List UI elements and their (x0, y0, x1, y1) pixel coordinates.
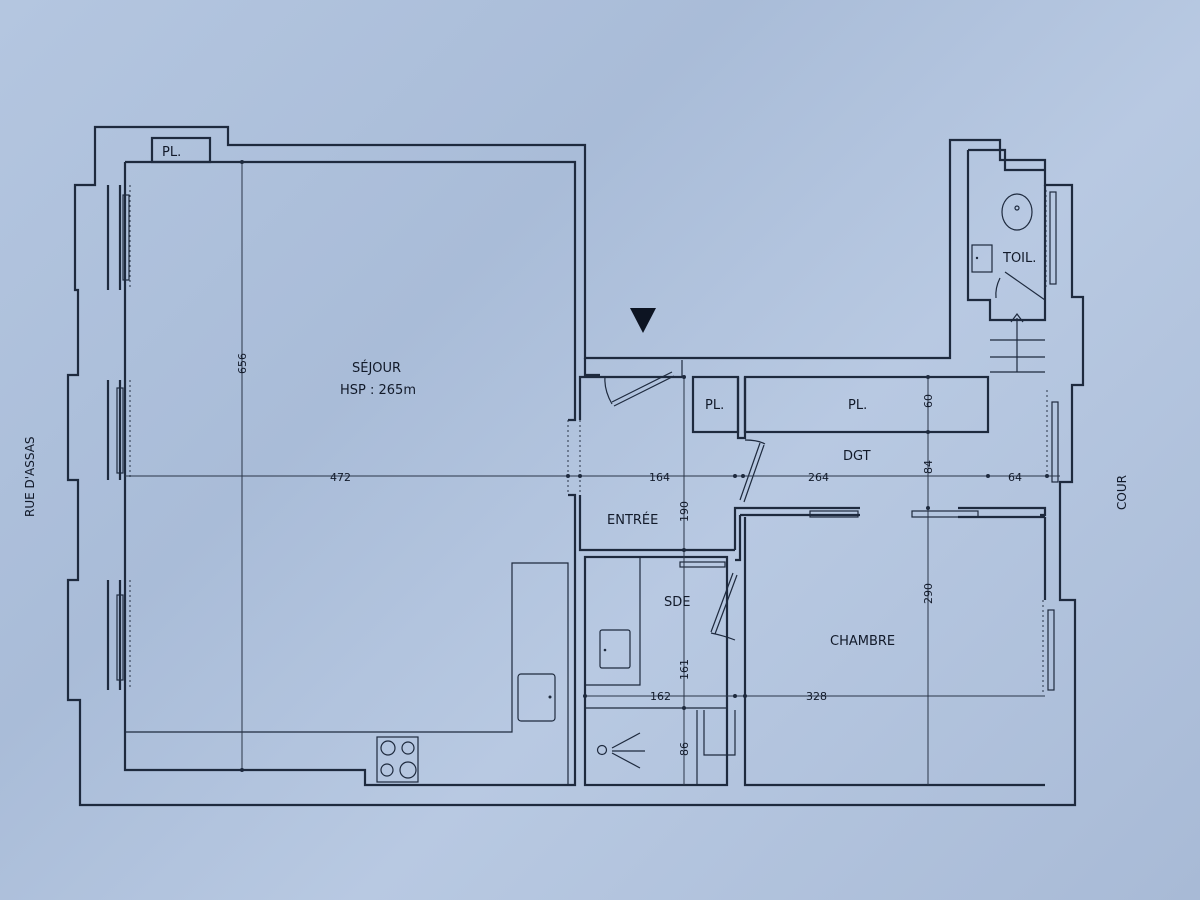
room-label-sde: SDE (664, 595, 690, 610)
ceiling-height-label: HSP : 265m (340, 383, 416, 398)
toilet-icon (1001, 193, 1033, 231)
toilettes (966, 148, 1047, 373)
dim-sde-height: 161 (678, 659, 691, 680)
street-label-left: RUE D'ASSAS (23, 436, 37, 517)
dim-chambre-width: 328 (806, 690, 827, 703)
street-label-right: COUR (1115, 475, 1129, 510)
outer-walls (66, 125, 1085, 807)
room-label-entree: ENTRÉE (607, 512, 658, 528)
shower-icon (596, 744, 608, 756)
inner-walls (733, 506, 1047, 562)
placard-sejour (150, 136, 212, 164)
room-label-dgt: DGT (843, 449, 871, 464)
kitchen (125, 562, 569, 785)
sink-icon (971, 244, 993, 273)
windows-left (116, 185, 131, 690)
chambre-walls (743, 517, 1055, 787)
room-label-chambre: CHAMBRE (830, 634, 895, 649)
room-label-toilettes: TOIL. (1002, 251, 1036, 266)
room-label-placard-sejour: PL. (162, 145, 181, 160)
dim-shower-height: 86 (678, 742, 691, 756)
dim-entree-height: 190 (678, 501, 691, 522)
room-label-placard-dgt: PL. (848, 398, 867, 413)
room-label-sejour: SÉJOUR (352, 360, 401, 376)
dim-dgt-width: 264 (808, 471, 829, 484)
cooktop-icon (376, 736, 419, 783)
placards-dgt (691, 375, 990, 440)
dim-dgt-depth: 84 (922, 460, 935, 474)
sde-walls (583, 555, 738, 787)
dim-sde-width: 162 (650, 690, 671, 703)
dim-dgt-right: 64 (1008, 471, 1022, 484)
dim-placard-depth: 60 (922, 394, 935, 408)
dim-sejour-width: 472 (330, 471, 351, 484)
dimension-lines (125, 160, 1060, 785)
dim-chambre-height: 290 (922, 583, 935, 604)
room-label-placard-entree: PL. (705, 398, 724, 413)
entrance-arrow-icon (630, 308, 656, 333)
stairs-icon (990, 313, 1045, 373)
windows-right (1045, 190, 1059, 483)
dim-sejour-height: 656 (236, 353, 249, 374)
dim-entree-width: 164 (649, 471, 670, 484)
